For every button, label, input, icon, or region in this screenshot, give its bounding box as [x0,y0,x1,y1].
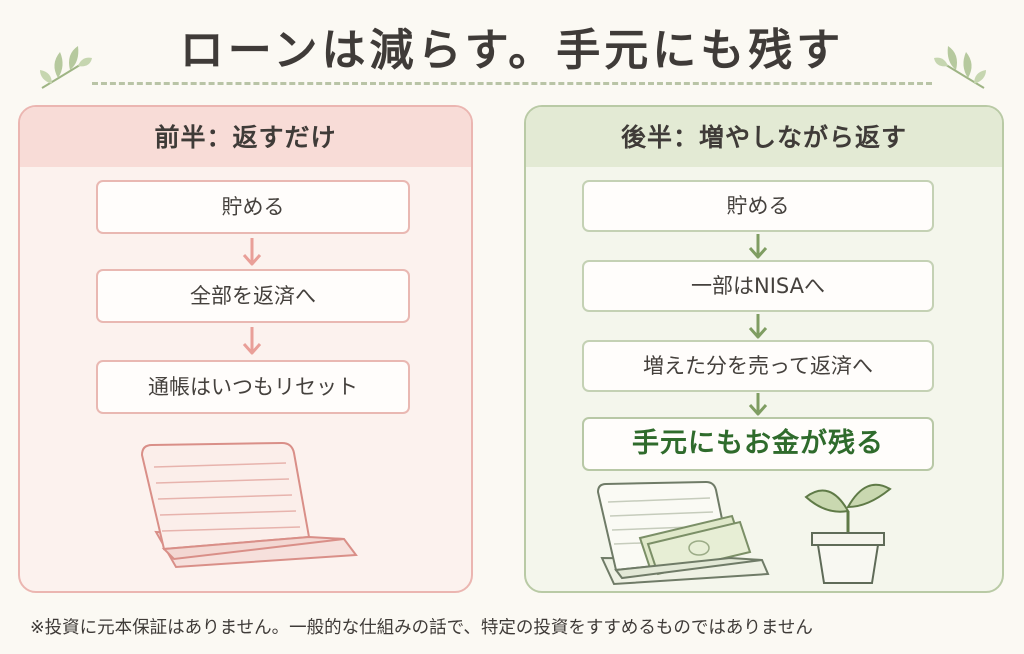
second-half-heading: 後半：増やしながら返す [526,107,1002,167]
disclaimer-note: ※投資に元本保証はありません。一般的な仕組みの話で、特定の投資をすすめるものでは… [30,618,813,638]
arrow-down-icon [748,234,768,259]
arrow-down-icon [748,393,768,416]
flow-step-save: 貯める [582,180,934,232]
leaf-sprig-icon [934,46,986,89]
arrow-down-icon [242,238,262,266]
sprout-pot-icon [804,483,892,584]
flow-step-sell-gains-repay: 増えた分を売って返済へ [582,340,934,392]
flow-step-money-remains: 手元にもお金が残る [582,417,934,471]
flow-step-repay-all: 全部を返済へ [96,269,410,323]
flow-step-reset-bankbook: 通帳はいつもリセット [96,360,410,414]
empty-bankbook-icon [140,441,358,569]
arrow-down-icon [748,314,768,339]
bankbook-with-cash-icon [596,480,770,586]
first-half-heading: 前半：返すだけ [20,107,471,167]
title-divider [92,82,932,85]
arrow-down-icon [242,327,262,355]
first-half-panel: 前半：返すだけ 貯める 全部を返済へ 通帳はいつもリセット [18,105,473,593]
flow-step-save: 貯める [96,180,410,234]
second-half-panel: 後半：増やしながら返す 貯める 一部はNISAへ 増えた分を売って返済へ 手元に… [524,105,1004,593]
flow-step-nisa: 一部はNISAへ [582,260,934,312]
page-title: ローンは減らす。手元にも残す [179,25,845,76]
leaf-sprig-icon [40,46,92,89]
